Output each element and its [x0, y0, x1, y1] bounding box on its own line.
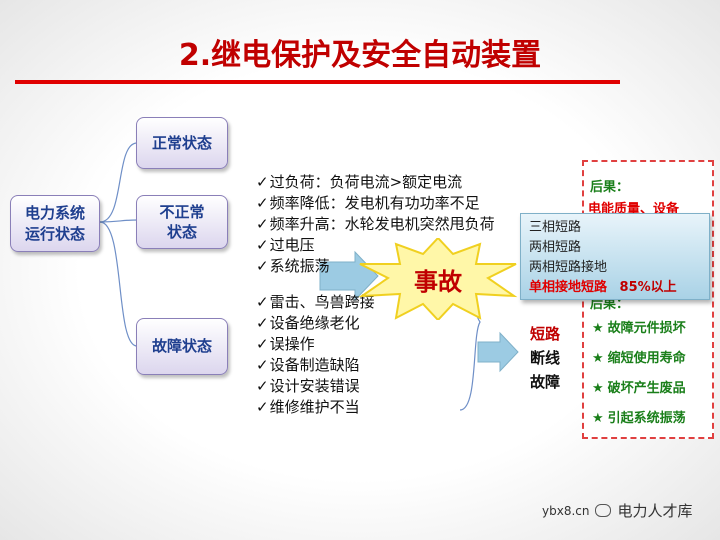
fault-causes-list: 雷击、鸟兽跨接 设备绝缘老化 误操作 设备制造缺陷 设计安装错误 维修维护不当 — [256, 292, 416, 418]
tree-connector — [99, 221, 138, 347]
consequence-item: 引起系统振荡 — [592, 404, 710, 434]
consequence-label-bottom: 后果： — [590, 297, 630, 312]
consequence-item: 破坏产生废品 — [592, 374, 710, 404]
list-item: 雷击、鸟兽跨接 — [256, 292, 416, 313]
title-divider — [15, 80, 620, 84]
short-circuit-types-popup: 三相短路 两相短路 两相短路接地 单相接地短路 85%以上 — [520, 213, 710, 300]
accident-label: 事故 — [414, 267, 462, 296]
abnormal-state-node: 不正常 状态 — [136, 195, 228, 249]
arrow-to-fault-types — [477, 331, 519, 373]
accident-starburst — [358, 238, 518, 320]
watermark: ybx8.cn 电力人才库 — [542, 500, 693, 521]
list-item: 频率升高：水轮发电机突然甩负荷 — [256, 214, 536, 235]
popup-line: 两相短路接地 — [529, 260, 608, 275]
consequence-label-top: 后果： — [590, 180, 630, 195]
fault-type-open-circuit: 断线 — [529, 349, 560, 367]
fault-state-node: 故障状态 — [136, 318, 228, 375]
list-item: 过负荷：负荷电流>额定电流 — [256, 172, 536, 193]
list-item: 设备制造缺陷 — [256, 355, 416, 376]
list-item: 设计安装错误 — [256, 376, 416, 397]
page-title: 2.继电保护及安全自动装置 — [178, 38, 542, 73]
list-item: 系统振荡 — [256, 256, 536, 277]
consequence-item: 缩短使用寿命 — [592, 344, 710, 374]
list-item: 过电压 — [256, 235, 536, 256]
popup-highlight: 单相接地短路 — [529, 280, 608, 295]
consequence-item: 故障元件损坏 — [592, 314, 710, 344]
list-item: 误操作 — [256, 334, 416, 355]
fault-types: 短路 断线 故障 — [521, 322, 569, 394]
list-item: 频率降低：发电机有功功率不足 — [256, 193, 536, 214]
fault-type-fault: 故障 — [529, 373, 560, 391]
list-item: 设备绝缘老化 — [256, 313, 416, 334]
tree-connector — [99, 219, 138, 223]
normal-state-node: 正常状态 — [136, 117, 228, 169]
popup-line: 两相短路 — [529, 240, 582, 255]
watermark-brand: 电力人才库 — [617, 502, 693, 520]
popup-percent: 85%以上 — [619, 280, 677, 295]
popup-line: 三相短路 — [529, 220, 582, 235]
tree-connector — [99, 142, 138, 223]
list-item: 维修维护不当 — [256, 397, 416, 418]
abnormal-items-list: 过负荷：负荷电流>额定电流 频率降低：发电机有功功率不足 频率升高：水轮发电机突… — [256, 172, 536, 277]
chat-bubble-icon — [595, 504, 612, 517]
fault-type-short-circuit: 短路 — [529, 325, 560, 343]
watermark-site: ybx8.cn — [542, 503, 590, 518]
root-node: 电力系统 运行状态 — [10, 195, 100, 252]
consequence-items: 故障元件损坏 缩短使用寿命 破坏产生废品 引起系统振荡 — [592, 314, 710, 434]
